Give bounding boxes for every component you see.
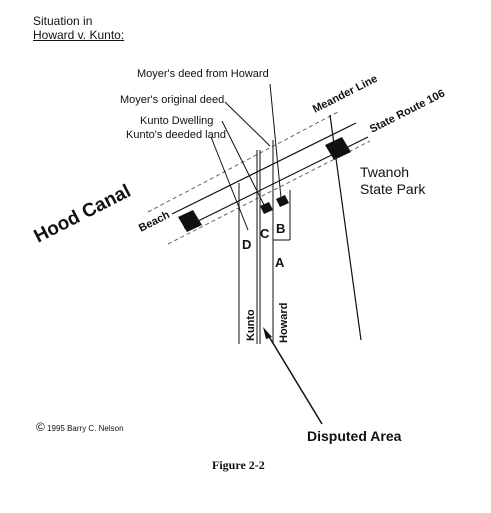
header-line-2: Howard v. Kunto:	[33, 28, 125, 42]
pointer-kunto-dwelling	[221, 120, 265, 206]
pointer-moyer-original-deed	[224, 101, 271, 147]
lot-b-label: B	[276, 221, 286, 236]
meander-line-label: Meander Line	[311, 73, 380, 116]
disputed-area-label: Disputed Area	[307, 428, 402, 444]
label-moyer-original-deed: Moyer's original deed	[120, 94, 225, 106]
kunto-dwelling-marker	[260, 202, 273, 214]
park-name-line-1: Twanoh	[360, 164, 410, 180]
label-kunto-deeded-land: Kunto's deeded land	[126, 129, 226, 141]
howard-strip-label: Howard	[278, 303, 290, 343]
beach-label: Beach	[137, 209, 172, 235]
state-route-label: State Route 106	[368, 88, 447, 136]
disputed-area-arrow-shaft	[264, 329, 323, 425]
copyright-notice: © 1995 Barry C. Nelson	[36, 420, 124, 434]
hood-canal-label: Hood Canal	[31, 181, 135, 248]
route-block-east	[325, 137, 351, 160]
route-edge-north	[171, 122, 357, 215]
moyer-dwelling-marker	[276, 195, 289, 207]
pointer-moyer-deed-howard	[269, 83, 282, 199]
park-name-line-2: State Park	[360, 181, 426, 197]
label-moyer-deed-howard: Moyer's deed from Howard	[137, 68, 269, 80]
pointer-kunto-deeded-land	[210, 136, 249, 231]
park-boundary-line	[329, 114, 362, 341]
lot-a-label: A	[275, 255, 285, 270]
header-line-1: Situation in	[33, 14, 93, 28]
figure-caption: Figure 2-2	[212, 458, 265, 472]
kunto-strip-label: Kunto	[245, 309, 257, 341]
copyright-text: 1995 Barry C. Nelson	[47, 424, 124, 433]
lot-d-label: D	[242, 237, 252, 252]
disputed-area-arrowhead	[263, 327, 272, 339]
copyright-symbol: ©	[36, 420, 45, 434]
lot-c-label: C	[260, 226, 270, 241]
route-block-west	[178, 210, 202, 232]
meander-dashed-line	[167, 140, 371, 245]
label-kunto-dwelling: Kunto Dwelling	[140, 115, 214, 127]
